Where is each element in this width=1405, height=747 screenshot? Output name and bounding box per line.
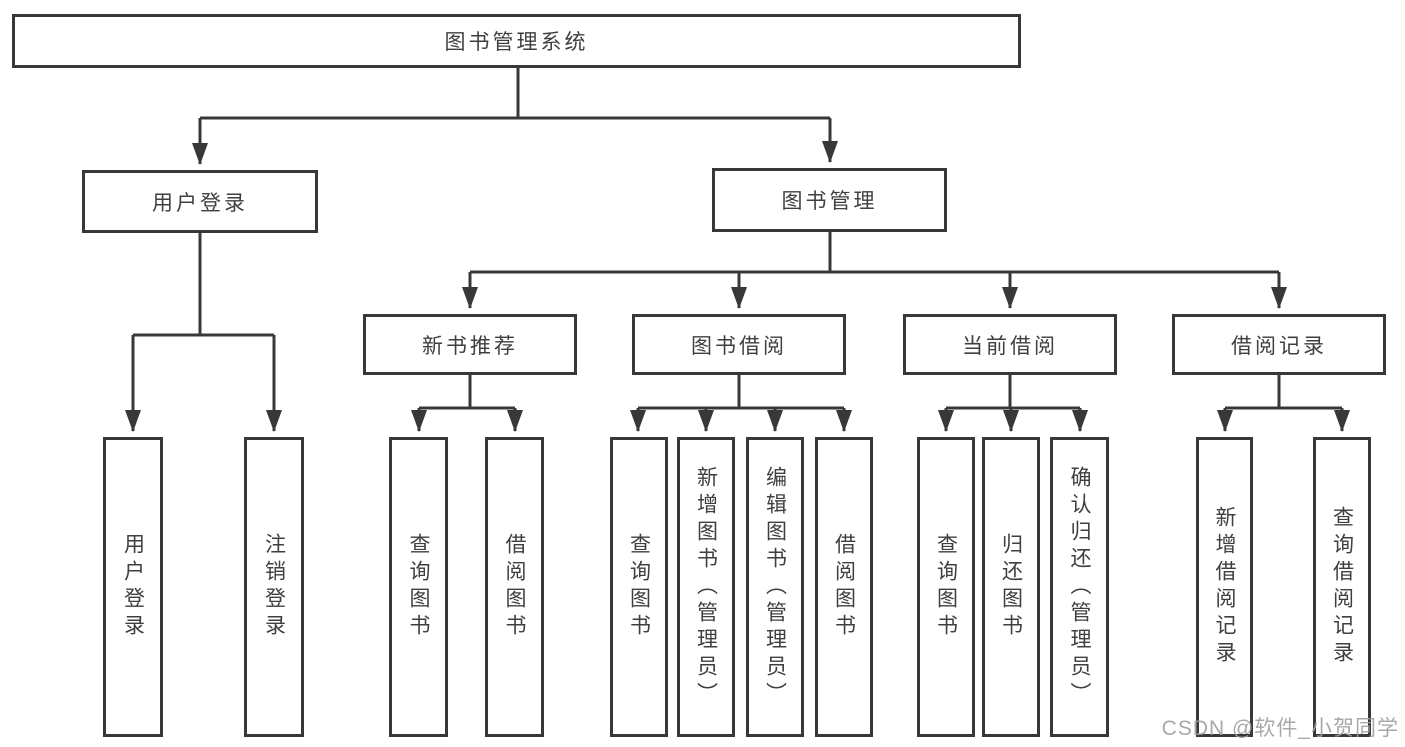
edges-user-login bbox=[125, 233, 282, 432]
leaf-borrow-add-admin: 新增图书（管理员） bbox=[677, 437, 735, 737]
leaf-borrow-borrow: 借阅图书 bbox=[815, 437, 873, 737]
node-user-login: 用户登录 bbox=[82, 170, 318, 233]
node-book-management: 图书管理 bbox=[712, 168, 947, 232]
leaf-borrow-edit-admin: 编辑图书（管理员） bbox=[746, 437, 804, 737]
node-root-system: 图书管理系统 bbox=[12, 14, 1021, 68]
leaf-current-return: 归还图书 bbox=[982, 437, 1040, 737]
leaf-newbooks-query: 查询图书 bbox=[389, 437, 448, 737]
edges-new-book-recommend bbox=[411, 375, 523, 432]
edges-root bbox=[192, 66, 838, 165]
leaf-current-confirm-admin: 确认归还（管理员） bbox=[1050, 437, 1109, 737]
edges-book-borrow bbox=[630, 375, 852, 432]
leaf-records-add: 新增借阅记录 bbox=[1196, 437, 1253, 737]
edges-borrow-records bbox=[1217, 375, 1350, 432]
leaf-borrow-query: 查询图书 bbox=[610, 437, 668, 737]
edges-book-management bbox=[462, 232, 1287, 309]
node-borrow-records: 借阅记录 bbox=[1172, 314, 1386, 375]
node-book-borrow: 图书借阅 bbox=[632, 314, 846, 375]
leaf-newbooks-borrow: 借阅图书 bbox=[485, 437, 544, 737]
leaf-records-query: 查询借阅记录 bbox=[1313, 437, 1371, 737]
leaf-current-query: 查询图书 bbox=[917, 437, 975, 737]
leaf-logout: 注销登录 bbox=[244, 437, 304, 737]
node-new-book-recommend: 新书推荐 bbox=[363, 314, 577, 375]
watermark: CSDN @软件_小贺同学 bbox=[1161, 717, 1399, 740]
leaf-user-login: 用户登录 bbox=[103, 437, 163, 737]
edges-current-borrow bbox=[938, 375, 1088, 432]
node-current-borrow: 当前借阅 bbox=[903, 314, 1117, 375]
